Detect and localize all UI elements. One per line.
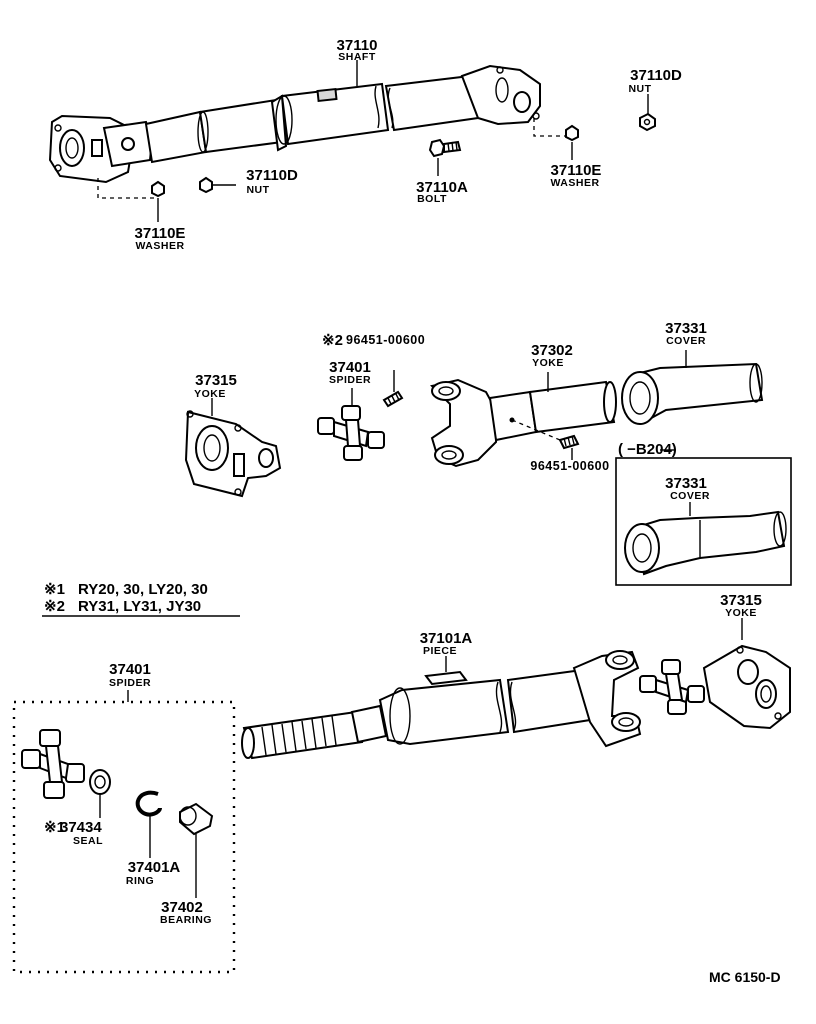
note-2-marker: ※2 xyxy=(44,598,65,615)
grease-fitting-icon xyxy=(382,370,404,408)
bolt-number: 37110A xyxy=(416,179,468,196)
label-bolt: 37110A BOLT xyxy=(416,158,468,205)
label-nut-top: 37110D NUT xyxy=(628,67,682,114)
cover-variant-box: ( −B204) 37331 COVER xyxy=(615,441,792,586)
nut-icon-mid xyxy=(199,176,236,194)
grease-fitting-2-number: 96451-00600 xyxy=(346,333,425,347)
spider-mid-name: SPIDER xyxy=(329,374,371,386)
seal-marker: ※1 xyxy=(44,819,65,836)
label-piece: 37101A PIECE xyxy=(420,630,473,672)
nut-top-number: 37110D xyxy=(630,67,682,84)
spider-mid-number: 37401 xyxy=(329,359,371,376)
washer-right-name: WASHER xyxy=(550,177,599,189)
washer-left-name: WASHER xyxy=(135,240,184,252)
compatibility-notes: ※1 RY20, 30, LY20, 30 ※2 RY31, LY31, JY3… xyxy=(42,581,240,617)
cover-box-name: COVER xyxy=(670,490,710,502)
label-washer-right: 37110E WASHER xyxy=(550,142,601,189)
spider-kit-box: 37401 SPIDER ※1 37434 SEAL 37401A RING xyxy=(12,661,236,974)
nut-icon xyxy=(639,112,656,132)
cover-box-number: 37331 xyxy=(665,475,707,492)
slip-yoke-37302 xyxy=(430,378,617,468)
cover-top-name: COVER xyxy=(666,335,706,347)
label-grease-fitting-2: ※2 96451-00600 xyxy=(322,332,425,349)
yoke-bottom-name: YOKE xyxy=(725,607,757,619)
nut-top-name: NUT xyxy=(628,83,651,95)
seal-number: 37434 xyxy=(60,819,102,836)
piece-name: PIECE xyxy=(423,645,457,657)
bolt-name: BOLT xyxy=(417,193,447,205)
flange-yoke-left xyxy=(48,114,154,184)
label-grease-fitting: 96451-00600 xyxy=(530,448,609,473)
piece-icon xyxy=(424,670,468,686)
spider-icon-kit xyxy=(21,729,85,799)
seal-icon xyxy=(89,769,111,818)
grease-fitting-2-marker: ※2 xyxy=(322,332,343,349)
ring-icon xyxy=(135,790,162,858)
flange-yoke-bottom xyxy=(702,644,791,730)
yoke-37302-number: 37302 xyxy=(531,342,573,359)
cover-range-text: ( −B204) xyxy=(618,441,677,458)
label-shaft: 37110 SHAFT xyxy=(337,37,378,86)
label-washer-left: 37110E WASHER xyxy=(135,198,186,252)
yoke-37315-name: YOKE xyxy=(194,388,226,400)
nut-mid-name: NUT xyxy=(246,184,269,196)
spider-kit-number: 37401 xyxy=(109,661,151,678)
yoke-37302-name: YOKE xyxy=(532,357,564,369)
yoke-37315-number: 37315 xyxy=(195,372,237,389)
bearing-number: 37402 xyxy=(161,899,203,916)
ring-name: RING xyxy=(126,875,154,887)
label-cover-top: 37331 COVER xyxy=(665,320,707,368)
label-yoke-37315: 37315 YOKE xyxy=(194,372,237,416)
note-1-text: RY20, 30, LY20, 30 xyxy=(78,581,208,598)
label-spider-mid: 37401 SPIDER xyxy=(329,359,371,406)
note-1-marker: ※1 xyxy=(44,581,65,598)
bearing-name: BEARING xyxy=(160,914,212,926)
washer-left-number: 37110E xyxy=(135,225,186,242)
piece-number: 37101A xyxy=(420,630,473,647)
bearing-icon xyxy=(179,802,214,898)
grease-fitting-icon-2 xyxy=(558,434,580,450)
flange-yoke-37315 xyxy=(184,410,282,498)
seal-name: SEAL xyxy=(73,835,103,847)
shaft-assembly-top xyxy=(48,64,568,199)
label-yoke-bottom: 37315 YOKE xyxy=(720,592,762,640)
catalog-code: MC 6150-D xyxy=(709,969,781,985)
note-2-text: RY31, LY31, JY30 xyxy=(78,598,201,615)
nut-mid-number: 37110D xyxy=(246,167,298,184)
label-nut-mid: 37110D NUT xyxy=(246,167,298,196)
bolt-icon xyxy=(428,138,462,158)
spider-icon-mid xyxy=(317,405,385,461)
shaft-assembly-bottom xyxy=(241,650,642,760)
cover-top-number: 37331 xyxy=(665,320,707,337)
washer-right-number: 37110E xyxy=(551,162,602,179)
flange-yoke-right xyxy=(460,64,541,126)
ring-number: 37401A xyxy=(128,859,181,876)
dust-cover-37331 xyxy=(621,362,764,425)
label-yoke-37302: 37302 YOKE xyxy=(531,342,573,392)
grease-fitting-number: 96451-00600 xyxy=(530,459,609,473)
washer-icon xyxy=(565,124,579,142)
washer-icon-left xyxy=(151,180,165,198)
shaft-part-name: SHAFT xyxy=(338,51,376,63)
spider-kit-name: SPIDER xyxy=(109,677,151,689)
yoke-bottom-number: 37315 xyxy=(720,592,762,609)
shaft-part-number: 37110 xyxy=(337,37,378,54)
spider-icon-bottom xyxy=(639,659,705,715)
